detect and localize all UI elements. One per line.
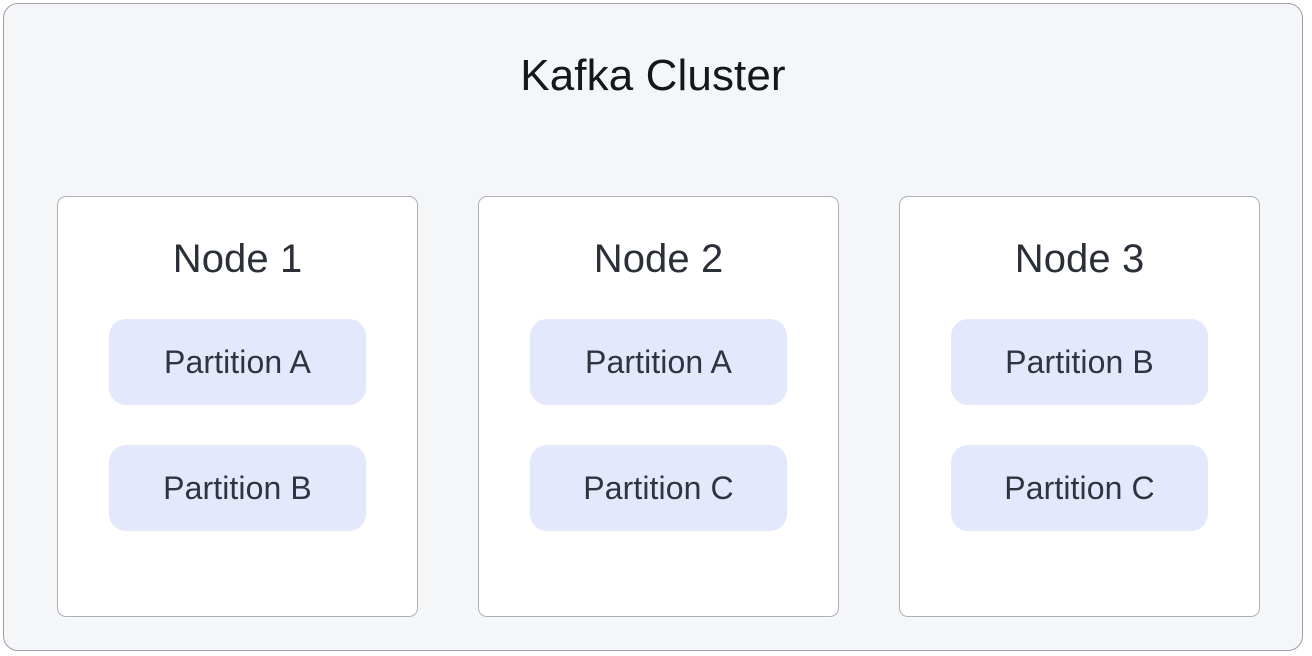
partition-pill[interactable]: Partition B	[951, 319, 1208, 405]
cluster-title: Kafka Cluster	[520, 51, 786, 100]
partition-pill[interactable]: Partition C	[951, 445, 1208, 531]
node-list: Node 1 Partition A Partition B Node 2 Pa…	[57, 196, 1260, 617]
partition-pill[interactable]: Partition B	[109, 445, 366, 531]
partition-pill[interactable]: Partition A	[109, 319, 366, 405]
partition-list: Partition A Partition C	[479, 319, 838, 531]
partition-list: Partition A Partition B	[58, 319, 417, 531]
node-card-1[interactable]: Node 1 Partition A Partition B	[57, 196, 418, 617]
node-card-2[interactable]: Node 2 Partition A Partition C	[478, 196, 839, 617]
partition-list: Partition B Partition C	[900, 319, 1259, 531]
node-card-3[interactable]: Node 3 Partition B Partition C	[899, 196, 1260, 617]
node-title: Node 1	[172, 237, 303, 281]
node-title: Node 2	[593, 237, 724, 281]
kafka-cluster-container: Kafka Cluster Node 1 Partition A Partiti…	[3, 3, 1303, 651]
node-title: Node 3	[1014, 237, 1145, 281]
partition-pill[interactable]: Partition A	[530, 319, 787, 405]
partition-pill[interactable]: Partition C	[530, 445, 787, 531]
